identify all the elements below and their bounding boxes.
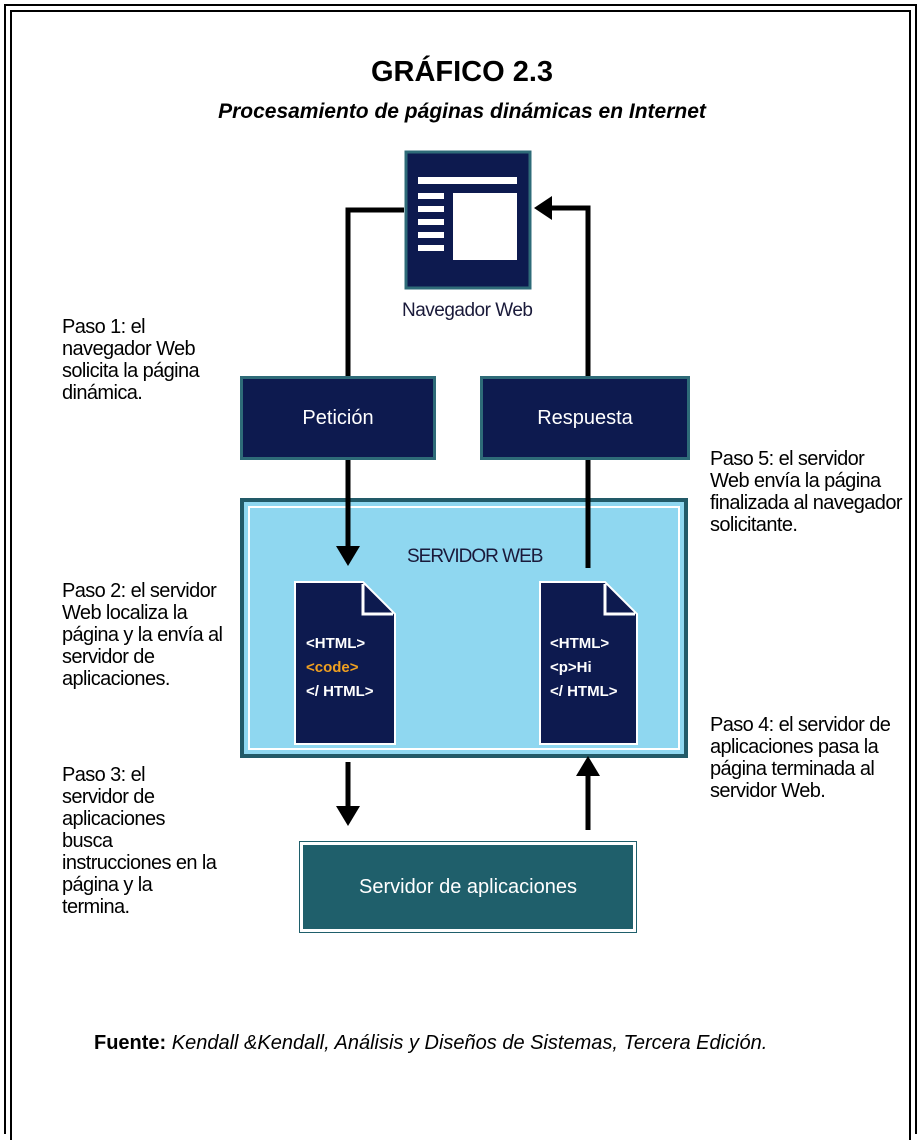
right-document-icon xyxy=(539,581,638,745)
web-server-inner-border xyxy=(248,506,680,750)
step-2-text: Paso 2: el servidor Web localiza la pági… xyxy=(62,580,223,690)
right-doc-line-2: <p>Hi xyxy=(550,659,592,676)
step-3-num: Paso 3 xyxy=(62,764,121,786)
request-label: Petición xyxy=(302,406,374,429)
source-text: Kendall &Kendall, Análisis y Diseños de … xyxy=(171,1032,768,1054)
response-box: Respuesta xyxy=(480,376,690,460)
app-server-box: Servidor de aplicaciones xyxy=(299,841,637,933)
right-doc-line-1: <HTML> xyxy=(550,635,610,652)
response-label: Respuesta xyxy=(537,406,633,429)
right-doc-line-3: </ HTML> xyxy=(550,683,618,700)
response-connector xyxy=(550,205,591,380)
step-3-text: Paso 3: el servidor de aplicaciones busc… xyxy=(62,764,217,918)
request-box: Petición xyxy=(240,376,436,460)
step-2-num: Paso 2 xyxy=(62,580,121,602)
figure-title: GRÁFICO 2.3 xyxy=(370,56,554,88)
web-server-label: SERVIDOR WEB xyxy=(407,546,543,567)
step-1-num: Paso 1 xyxy=(62,316,121,338)
response-arrow-head xyxy=(534,196,552,220)
figure-subtitle: Procesamiento de páginas dinámicas en In… xyxy=(218,100,706,123)
app-to-doc-head xyxy=(576,756,600,776)
source-note: Fuente: Kendall &Kendall, Análisis y Dis… xyxy=(94,1032,767,1055)
request-connector xyxy=(345,207,404,380)
step-4-num: Paso 4 xyxy=(710,714,769,736)
step-5-num: Paso 5 xyxy=(710,448,769,470)
left-doc-line-1: <HTML> xyxy=(306,635,366,652)
outer-border xyxy=(4,4,917,1134)
step-1-text: Paso 1: el navegador Web solicita la pág… xyxy=(62,316,200,404)
step-4-text: Paso 4: el servidor de aplicaciones pasa… xyxy=(710,714,891,802)
inner-border xyxy=(10,10,911,1140)
left-doc-line-3: </ HTML> xyxy=(306,683,374,700)
app-server-label: Servidor de aplicaciones xyxy=(359,875,577,898)
browser-label: Navegador Web xyxy=(402,300,533,321)
left-doc-line-2: <code> xyxy=(306,659,359,676)
doc-to-app-head xyxy=(336,806,360,826)
left-document-icon xyxy=(294,581,396,745)
browser-window-icon xyxy=(404,150,532,290)
request-arrow-head xyxy=(336,546,360,566)
step-5-text: Paso 5: el servidor Web envía la página … xyxy=(710,448,903,536)
source-label: Fuente: xyxy=(94,1032,167,1054)
right-document-code: <HTML> <p>Hi </ HTML> xyxy=(550,632,618,704)
left-document-code: <HTML> <code> </ HTML> xyxy=(306,632,374,704)
